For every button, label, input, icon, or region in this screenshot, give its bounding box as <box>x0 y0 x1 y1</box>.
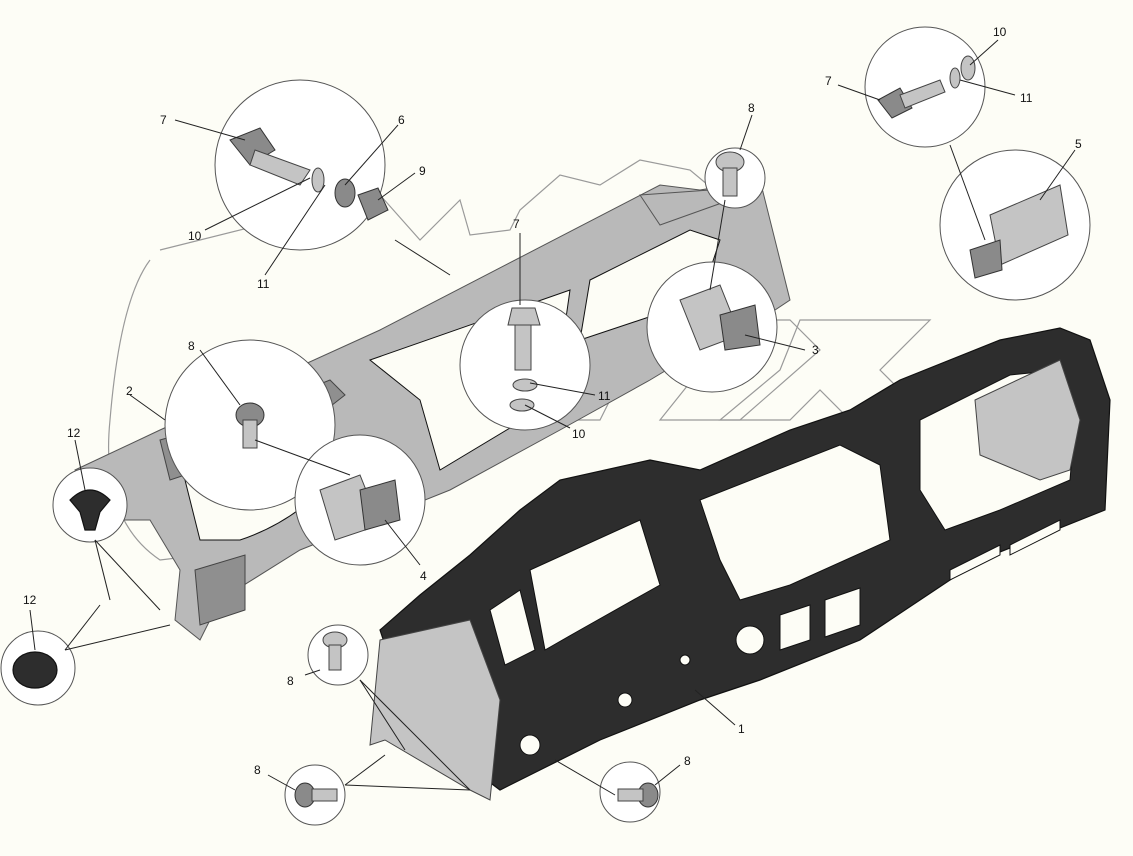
callout-bracket-right <box>646 261 778 393</box>
leader-lines <box>29 39 1076 796</box>
callout-screw-left <box>164 339 336 511</box>
label-bolt: 7 <box>160 113 167 127</box>
nut-icon <box>357 187 389 221</box>
clip-icon <box>12 651 58 689</box>
label-clip: 12 <box>23 593 37 607</box>
callout-screw-b <box>284 764 346 826</box>
label-screw: 8 <box>684 754 691 768</box>
label-frame: 2 <box>126 384 133 398</box>
label-bracket-left: 4 <box>420 569 427 583</box>
label-washer-11: 11 <box>598 389 611 403</box>
label-washer-6: 6 <box>398 113 405 127</box>
bolt-icon <box>507 307 541 326</box>
callout-bracket-left <box>294 434 426 566</box>
part-labels: 7 6 9 10 11 7 10 11 5 8 3 7 11 10 8 2 4 … <box>23 25 1082 777</box>
callout-bolt-center <box>459 299 591 431</box>
label-bracket-right: 3 <box>812 343 819 357</box>
label-washer-10: 10 <box>188 229 202 243</box>
label-bolt: 7 <box>513 217 520 231</box>
label-screw: 8 <box>748 101 755 115</box>
label-screw: 8 <box>287 674 294 688</box>
label-washer-11: 11 <box>257 277 270 291</box>
label-bolt: 7 <box>825 74 832 88</box>
callout-clip-bottom <box>0 630 76 706</box>
callout-screw-top <box>704 147 766 209</box>
callout-screw-c <box>599 761 661 823</box>
label-washer-11: 11 <box>1020 91 1033 105</box>
callout-bolt-assembly-right <box>864 26 986 148</box>
left-side-cover <box>369 619 501 801</box>
label-panel: 1 <box>738 722 745 736</box>
callout-clip-top <box>52 467 128 543</box>
label-washer-10: 10 <box>993 25 1007 39</box>
right-side-cover <box>974 359 1081 481</box>
label-screw: 8 <box>254 763 261 777</box>
callout-screw-a <box>307 624 369 686</box>
callout-bolt-assembly-left <box>214 79 389 251</box>
label-screw: 8 <box>188 339 195 353</box>
label-clip: 12 <box>67 426 81 440</box>
label-nut: 9 <box>419 164 426 178</box>
callout-bracket-block <box>939 149 1091 301</box>
label-washer-10: 10 <box>572 427 586 441</box>
label-bracket-block: 5 <box>1075 137 1082 151</box>
clip-icon <box>69 489 111 531</box>
